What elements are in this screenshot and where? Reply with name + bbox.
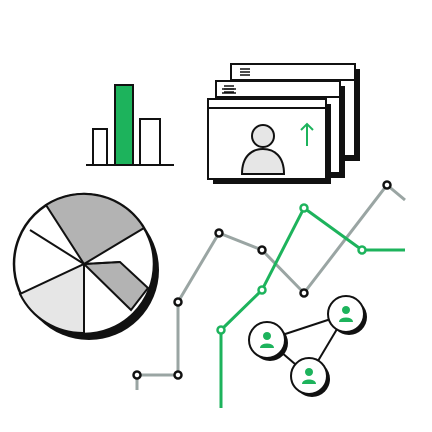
user-icon <box>263 332 271 340</box>
bar-chart-icon <box>86 84 174 166</box>
user-avatar-icon <box>240 124 286 175</box>
network-node-bottom <box>290 357 330 397</box>
bar-accent <box>114 84 134 166</box>
browser-windows-icon <box>207 63 360 184</box>
data-point <box>357 245 367 255</box>
line-series-green <box>219 206 405 408</box>
menu-icon <box>240 68 250 76</box>
pie-slice-light <box>18 262 85 335</box>
user-icon <box>305 368 313 376</box>
menu-icon <box>222 88 236 98</box>
data-point <box>299 288 309 298</box>
data-point <box>132 370 142 380</box>
pie-slice-large <box>44 192 146 266</box>
network-users-icon <box>248 295 367 397</box>
bar-left <box>92 128 108 166</box>
network-node-left <box>248 321 288 361</box>
bar-right <box>139 118 161 166</box>
pie-divider <box>83 261 121 265</box>
pie-divider <box>29 229 85 265</box>
pie-chart-icon <box>12 192 159 340</box>
line-graph-icon <box>132 180 406 408</box>
upload-arrow-icon <box>300 122 314 146</box>
data-point <box>299 203 309 213</box>
data-point <box>216 325 226 335</box>
user-icon <box>342 306 350 314</box>
data-point <box>257 245 267 255</box>
data-point <box>173 370 183 380</box>
data-point <box>173 297 183 307</box>
network-node-right <box>327 295 367 335</box>
data-point <box>382 180 392 190</box>
data-point <box>214 228 224 238</box>
data-point <box>257 285 267 295</box>
